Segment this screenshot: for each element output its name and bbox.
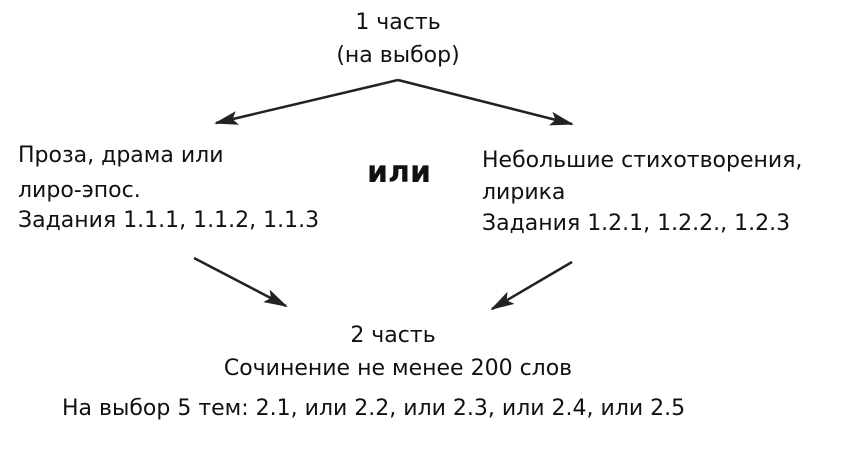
- arrow-left-to-bottom: [193, 256, 288, 308]
- left-node-tasks: Задания 1.1.1, 1.1.2, 1.1.3: [18, 208, 320, 233]
- top-node-subtitle: (на выбор): [336, 43, 460, 68]
- right-node-tasks: Задания 1.2.1, 1.2.2., 1.2.3: [482, 211, 791, 236]
- bottom-node-topics: На выбор 5 тем: 2.1, или 2.2, или 2.3, и…: [62, 396, 686, 421]
- left-node-line-2: лиро-эпос.: [18, 178, 141, 203]
- top-node-title: 1 часть: [355, 10, 441, 35]
- bottom-node-essay: Сочинение не менее 200 слов: [223, 356, 573, 381]
- arrow-top-to-left: [214, 78, 399, 125]
- arrow-right-to-bottom: [490, 260, 573, 311]
- bottom-node-title: 2 часть: [350, 323, 436, 348]
- or-connector: или: [367, 155, 432, 190]
- left-node-line-1: Проза, драма или: [18, 143, 224, 168]
- arrow-top-to-right: [397, 78, 574, 126]
- right-node-line-2: лирика: [482, 180, 566, 205]
- right-node-line-1: Небольшие стихотворения,: [482, 148, 803, 173]
